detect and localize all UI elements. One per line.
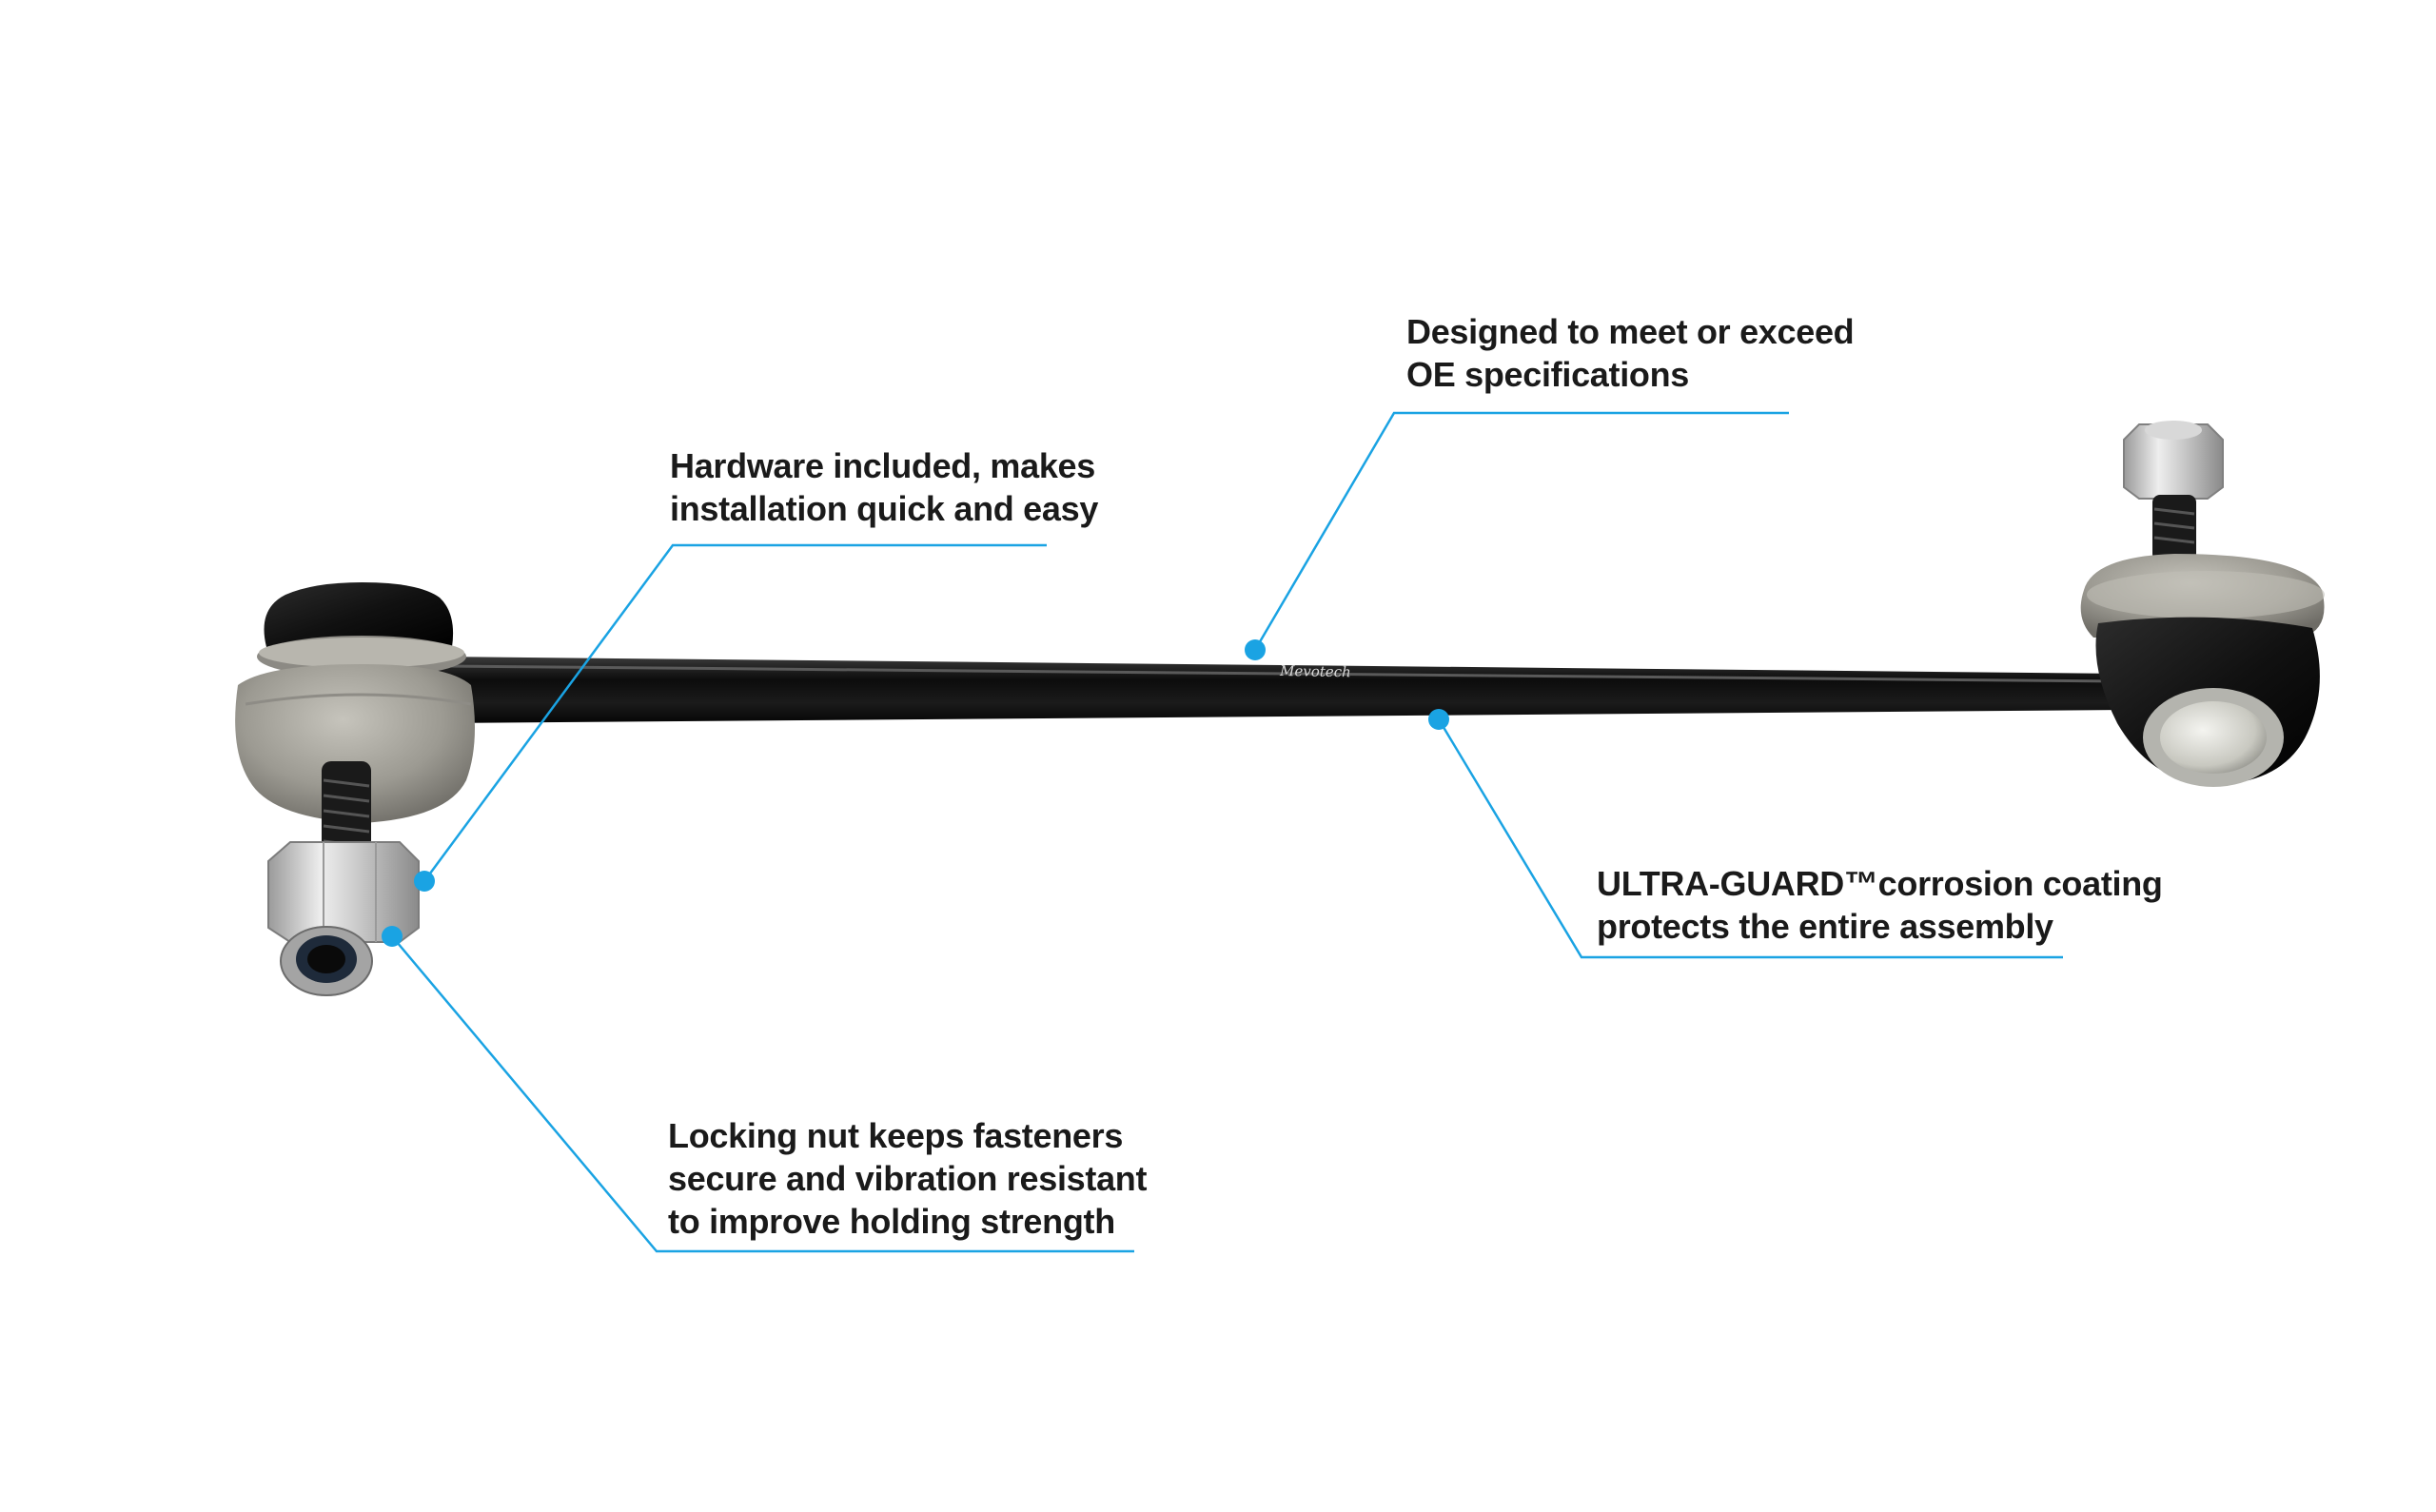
callout-nut-line-1: Locking nut keeps fasteners (668, 1116, 1124, 1155)
callout-coating-line-1: ULTRA-GUARD™corrosion coating (1597, 864, 2163, 903)
callout-nut-line-2: secure and vibration resistant (668, 1159, 1148, 1198)
left-joint-cap (264, 582, 454, 647)
left-joint-boot (235, 664, 475, 823)
leader-coating (1437, 718, 2063, 959)
dot-nut (382, 926, 403, 947)
callout-hardware-included: Hardware included, makes installation qu… (670, 444, 1098, 530)
rod-logo-text: Mevotech (1279, 662, 1351, 680)
callout-coating-line-2: protects the entire assembly (1597, 907, 2053, 946)
right-ball-joint (2080, 421, 2325, 787)
left-hex-nut (267, 841, 420, 943)
leader-hardware (422, 543, 1047, 882)
callout-locking-nut: Locking nut keeps fasteners secure and v… (668, 1114, 1147, 1243)
callout-oe-line-1: Designed to meet or exceed (1406, 312, 1855, 351)
callout-corrosion-coating: ULTRA-GUARD™corrosion coating protects t… (1597, 862, 2163, 948)
leader-oe (1253, 411, 1789, 651)
callout-oe-specifications: Designed to meet or exceed OE specificat… (1406, 310, 1855, 396)
rod-highlight (446, 664, 2123, 683)
callout-hardware-line-1: Hardware included, makes (670, 446, 1095, 485)
leader-lines (391, 411, 2063, 1253)
dot-hardware (414, 871, 435, 892)
callout-oe-line-2: OE specifications (1406, 355, 1689, 394)
callout-nut-line-3: to improve holding strength (668, 1202, 1115, 1241)
callout-dots (382, 639, 1449, 947)
stabilizer-rod (433, 657, 2146, 723)
callout-hardware-line-2: installation quick and easy (670, 489, 1099, 528)
leader-nut (391, 935, 1134, 1253)
left-ball-joint (235, 582, 475, 996)
dot-oe (1245, 639, 1266, 660)
dot-coating (1428, 709, 1449, 730)
